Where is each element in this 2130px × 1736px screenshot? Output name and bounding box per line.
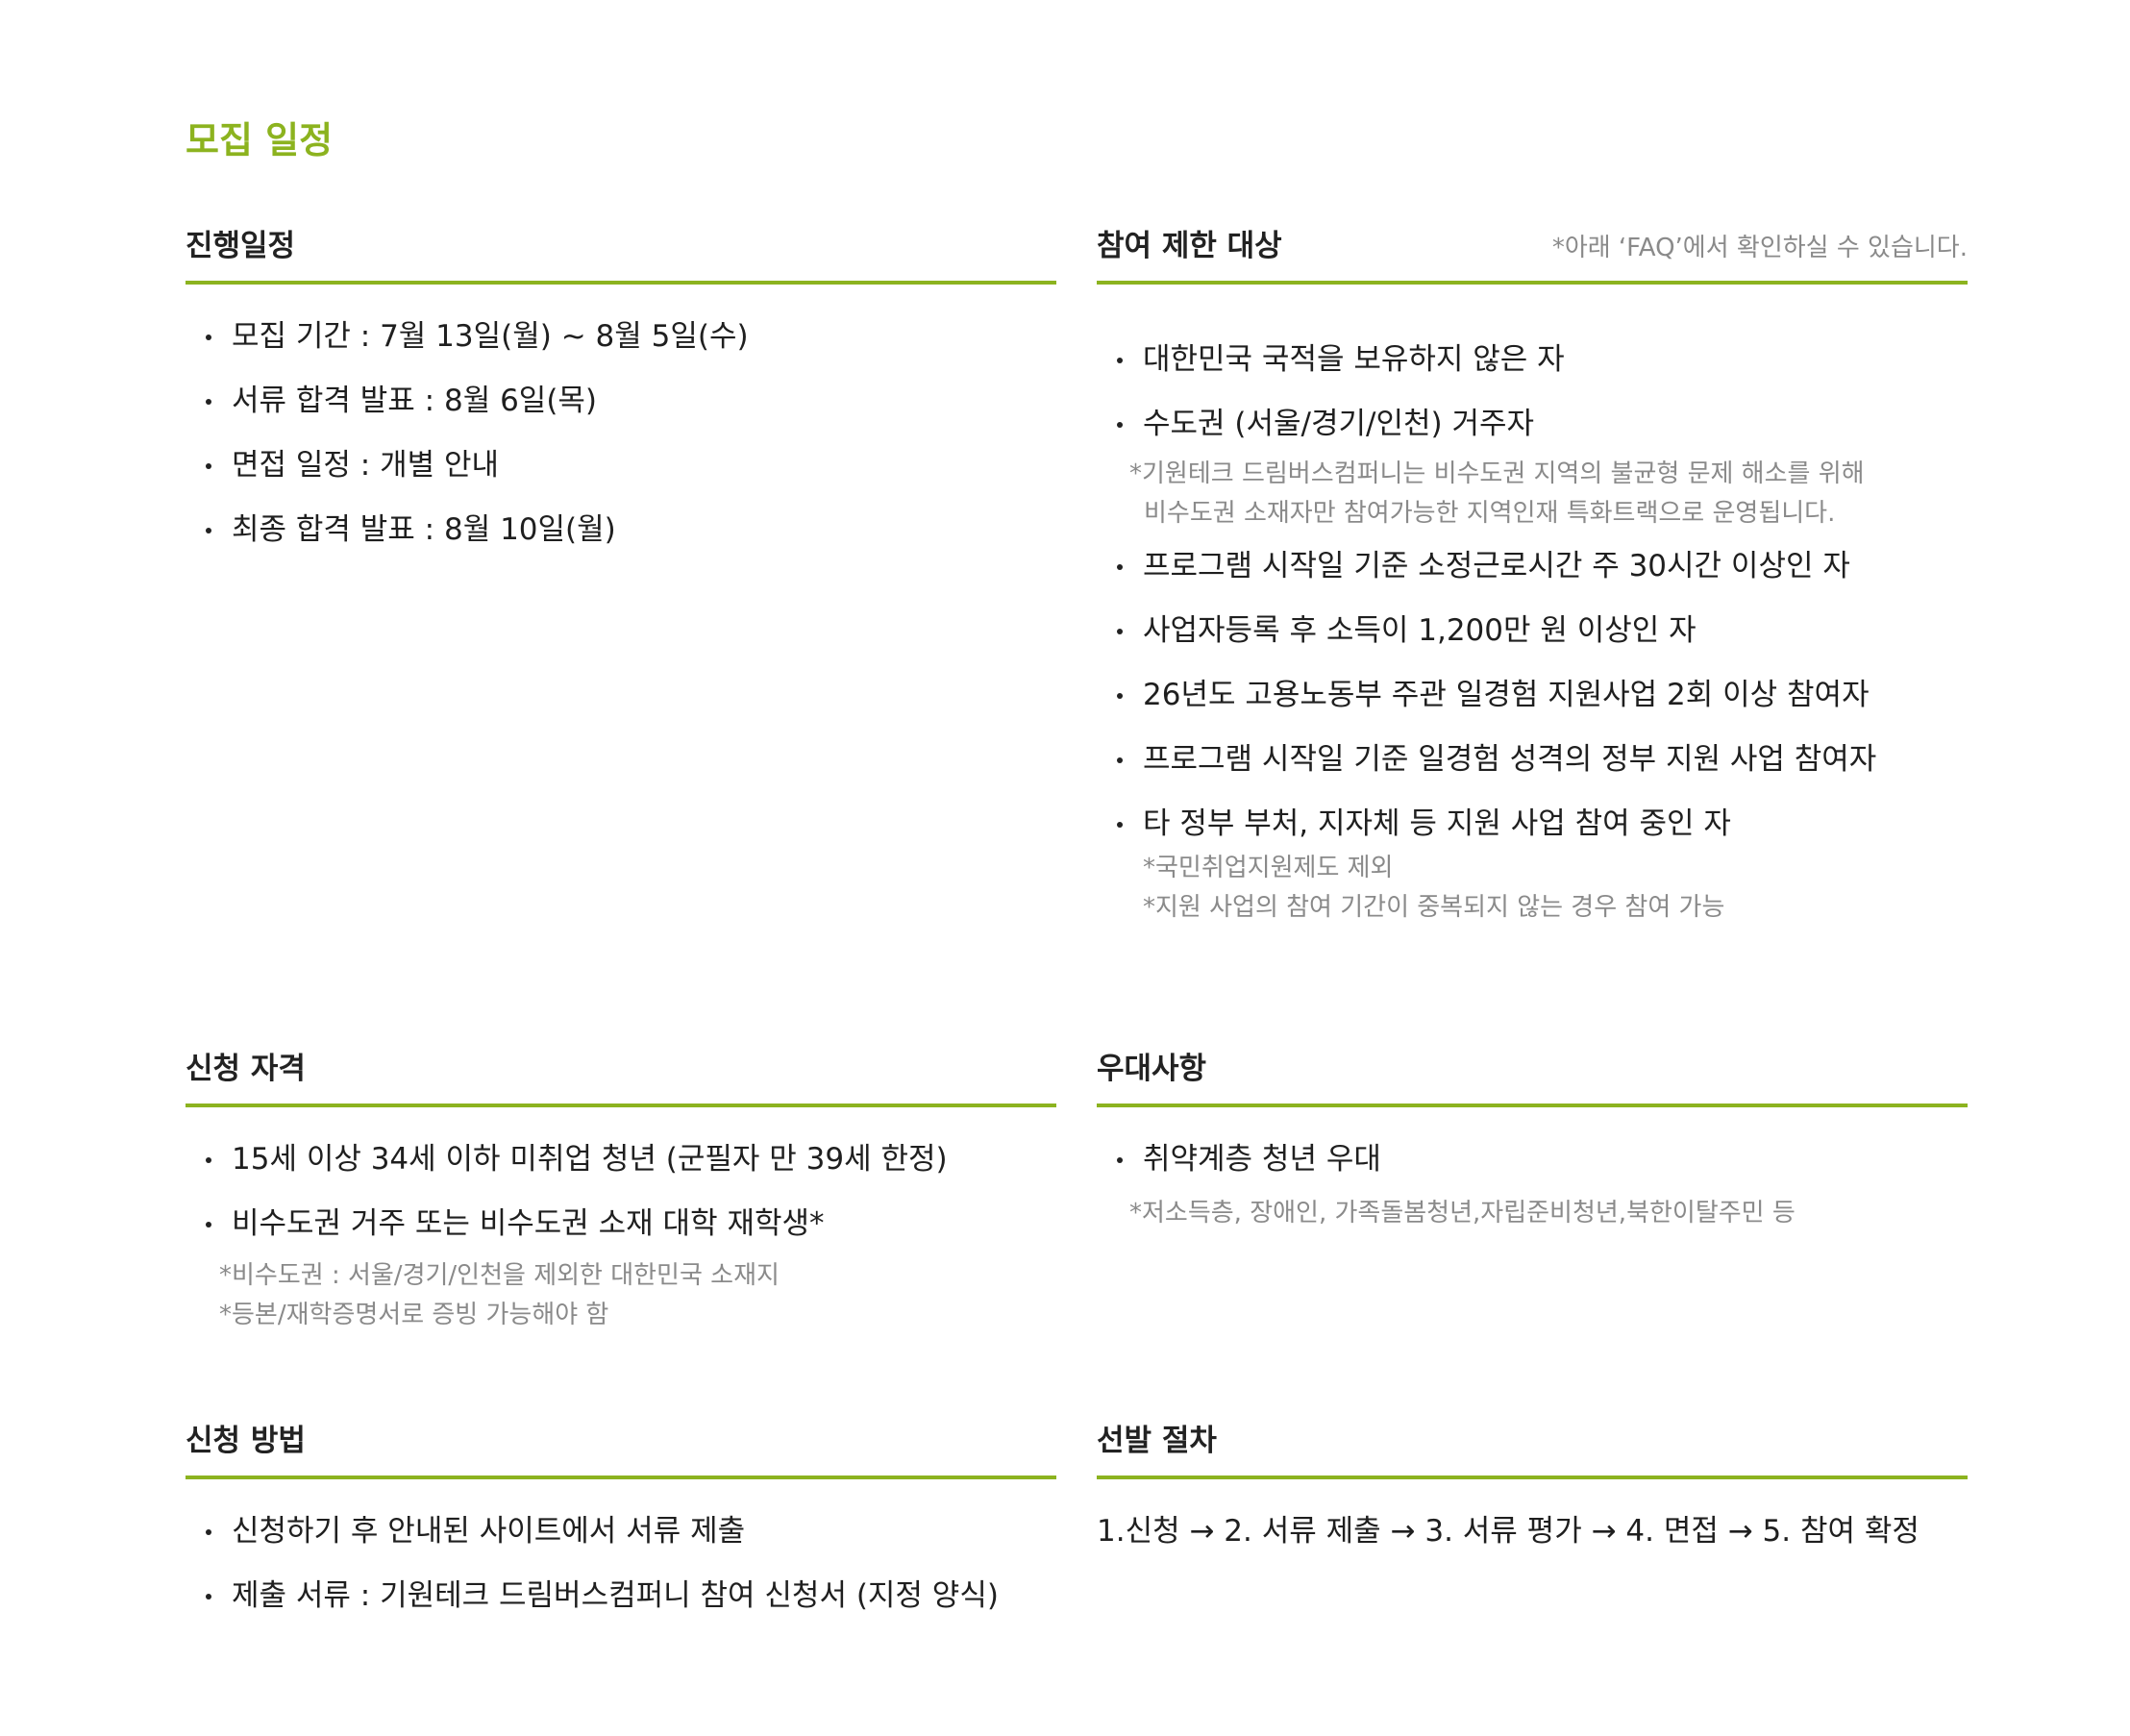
eligibility-note: *비수도권 : 서울/경기/인천을 제외한 대한민국 소재지 *등본/재학증명서… xyxy=(186,1256,1056,1335)
method-list: 신청하기 후 안내된 사이트에서 서류 제출 제출 서류 : 기원테크 드림버스… xyxy=(186,1508,1056,1619)
list-item: 모집 기간 : 7월 13일(월) ~ 8월 5일(수) xyxy=(186,313,1056,360)
eligibility-note-line: *등본/재학증명서로 증빙 가능해야 함 xyxy=(219,1301,609,1329)
restrictions-list-b: 프로그램 시작일 기준 소정근로시간 주 30시간 이상인 자 사업자등록 후 … xyxy=(1097,543,1968,847)
restrictions-title: 참여 제한 대상 xyxy=(1097,229,1282,263)
schedule-list: 모집 기간 : 7월 13일(월) ~ 8월 5일(수) 서류 합격 발표 : … xyxy=(186,313,1056,553)
eligibility-section: 신청 자격 15세 이상 34세 이하 미취업 청년 (군필자 만 39세 한정… xyxy=(186,1046,1056,1335)
faq-note: *아래 ‘FAQ’에서 확인하실 수 있습니다. xyxy=(1551,234,1968,262)
preference-section: 우대사항 취약계층 청년 우대 *저소득층, 장애인, 가족돌봄청년,자립준비청… xyxy=(1097,1046,1968,1233)
list-item: 사업자등록 후 소득이 1,200만 원 이상인 자 xyxy=(1097,608,1968,654)
method-title: 신청 방법 xyxy=(186,1424,306,1458)
preference-title: 우대사항 xyxy=(1097,1052,1207,1086)
selection-header: 선발 절차 xyxy=(1097,1418,1968,1479)
capital-note-line: 비수도권 소재자만 참여가능한 지역인재 특화트랙으로 운영됩니다. xyxy=(1144,499,1836,528)
list-item: 신청하기 후 안내된 사이트에서 서류 제출 xyxy=(186,1508,1056,1554)
eligibility-title: 신청 자격 xyxy=(186,1052,306,1086)
restrictions-section: 참여 제한 대상 *아래 ‘FAQ’에서 확인하실 수 있습니다. 대한민국 국… xyxy=(1097,223,1968,928)
list-item: 최종 합격 발표 : 8월 10일(월) xyxy=(186,507,1056,553)
restrictions-header: 참여 제한 대상 *아래 ‘FAQ’에서 확인하실 수 있습니다. xyxy=(1097,223,1968,285)
list-item: 수도권 (서울/경기/인천) 거주자 xyxy=(1097,401,1968,447)
method-header: 신청 방법 xyxy=(186,1418,1056,1479)
restrictions-list-a: 대한민국 국적을 보유하지 않은 자 수도권 (서울/경기/인천) 거주자 xyxy=(1097,336,1968,447)
list-item: 제출 서류 : 기원테크 드림버스컴퍼니 참여 신청서 (지정 양식) xyxy=(186,1573,1056,1619)
preference-list: 취약계층 청년 우대 xyxy=(1097,1136,1968,1182)
selection-title: 선발 절차 xyxy=(1097,1424,1217,1458)
list-item: 15세 이상 34세 이하 미취업 청년 (군필자 만 39세 한정) xyxy=(186,1136,1056,1182)
preference-note-line: *저소득층, 장애인, 가족돌봄청년,자립준비청년,북한이탈주민 등 xyxy=(1129,1199,1796,1228)
selection-section: 선발 절차 1.신청 → 2. 서류 제출 → 3. 서류 평가 → 4. 면접… xyxy=(1097,1418,1968,1554)
preference-note: *저소득층, 장애인, 가족돌봄청년,자립준비청년,북한이탈주민 등 xyxy=(1097,1194,1968,1233)
eligibility-header: 신청 자격 xyxy=(186,1046,1056,1107)
schedule-header: 진행일정 xyxy=(186,223,1056,285)
page-title: 모집 일정 xyxy=(186,119,334,161)
capital-note: *기원테크 드림버스컴퍼니는 비수도권 지역의 불균형 문제 해소를 위해 비수… xyxy=(1097,455,1968,533)
other-note-line: *지원 사업의 참여 기간이 중복되지 않는 경우 참여 가능 xyxy=(1143,893,1725,922)
list-item: 서류 합격 발표 : 8월 6일(목) xyxy=(186,378,1056,424)
list-item: 프로그램 시작일 기준 소정근로시간 주 30시간 이상인 자 xyxy=(1097,543,1968,589)
list-item: 대한민국 국적을 보유하지 않은 자 xyxy=(1097,336,1968,383)
eligibility-note-line: *비수도권 : 서울/경기/인천을 제외한 대한민국 소재지 xyxy=(219,1261,780,1290)
list-item: 26년도 고용노동부 주관 일경험 지원사업 2회 이상 참여자 xyxy=(1097,672,1968,718)
schedule-title: 진행일정 xyxy=(186,229,296,263)
list-item: 비수도권 거주 또는 비수도권 소재 대학 재학생* xyxy=(186,1201,1056,1247)
list-item: 면접 일정 : 개별 안내 xyxy=(186,442,1056,488)
other-note: *국민취업지원제도 제외 *지원 사업의 참여 기간이 중복되지 않는 경우 참… xyxy=(1097,849,1968,928)
list-item: 프로그램 시작일 기준 일경험 성격의 정부 지원 사업 참여자 xyxy=(1097,736,1968,782)
other-note-line: *국민취업지원제도 제외 xyxy=(1143,854,1394,882)
capital-note-line: *기원테크 드림버스컴퍼니는 비수도권 지역의 불균형 문제 해소를 위해 xyxy=(1129,459,1865,488)
list-item: 타 정부 부처, 지자체 등 지원 사업 참여 중인 자 xyxy=(1097,801,1968,847)
list-item: 취약계층 청년 우대 xyxy=(1097,1136,1968,1182)
preference-header: 우대사항 xyxy=(1097,1046,1968,1107)
eligibility-list: 15세 이상 34세 이하 미취업 청년 (군필자 만 39세 한정) 비수도권… xyxy=(186,1136,1056,1247)
method-section: 신청 방법 신청하기 후 안내된 사이트에서 서류 제출 제출 서류 : 기원테… xyxy=(186,1418,1056,1637)
selection-steps: 1.신청 → 2. 서류 제출 → 3. 서류 평가 → 4. 면접 → 5. … xyxy=(1097,1514,1919,1549)
schedule-section: 진행일정 모집 기간 : 7월 13일(월) ~ 8월 5일(수) 서류 합격 … xyxy=(186,223,1056,571)
